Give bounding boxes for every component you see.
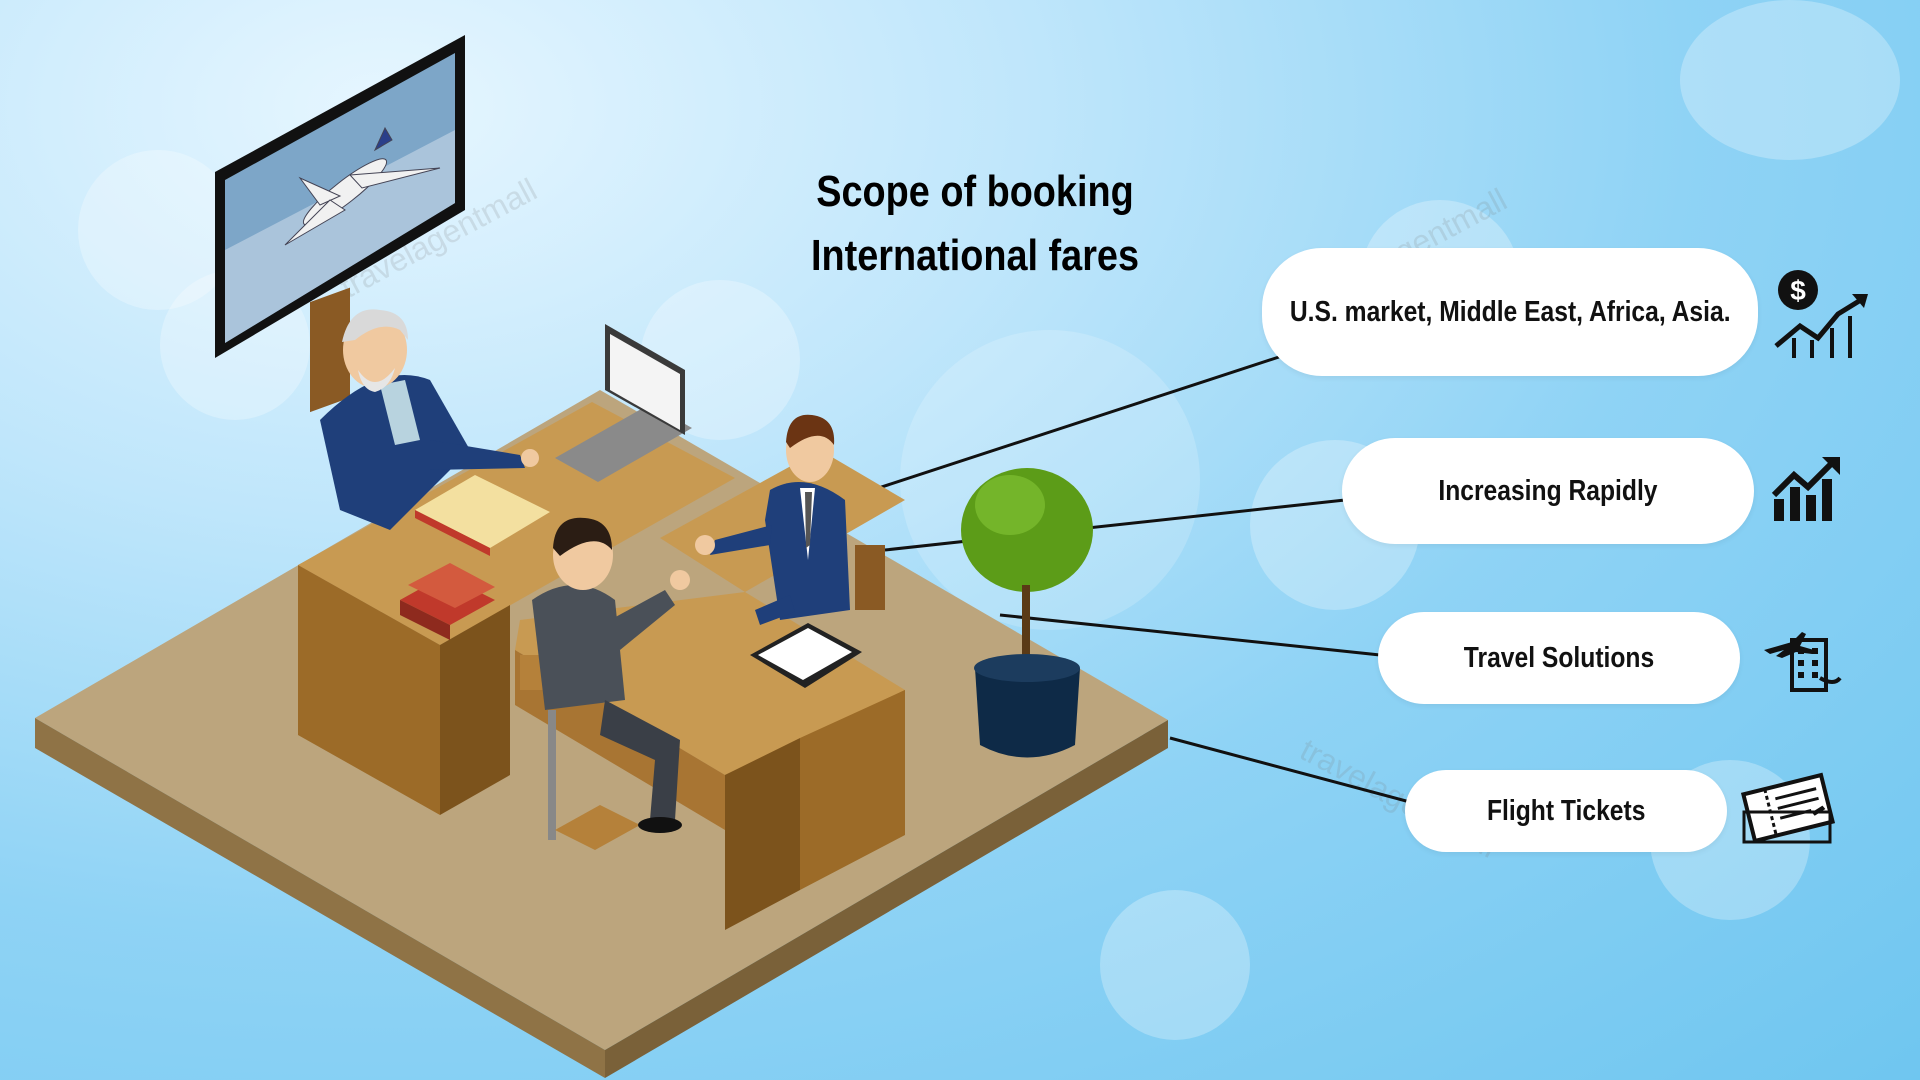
client-person: [520, 517, 690, 850]
growth-bar-chart-icon: [1771, 457, 1840, 521]
flight-ticket-icon: [1740, 772, 1836, 844]
scope-item-label: Increasing Rapidly: [1438, 474, 1658, 507]
background-bubble: [1100, 890, 1250, 1040]
dollar-growth-chart-icon: $: [1774, 270, 1868, 358]
tv-screen: [215, 35, 465, 358]
svg-text:$: $: [1790, 275, 1806, 306]
clipboard-icon: [750, 623, 862, 688]
airplane-icon: [284, 126, 441, 246]
background-bubble: [1680, 0, 1900, 160]
scope-item-solutions: Travel Solutions: [1378, 612, 1740, 704]
book-stack: [400, 563, 495, 640]
consultant-elderly: [310, 287, 539, 530]
potted-plant: [961, 468, 1093, 758]
slide-title: Scope of booking International fares: [773, 160, 1177, 288]
title-line-2: International fares: [810, 231, 1140, 280]
travel-agent-person: [695, 414, 885, 625]
laptop-icon: [555, 324, 692, 482]
open-book: [415, 475, 550, 556]
scope-item-label: U.S. market, Middle East, Africa, Asia.: [1289, 295, 1731, 328]
background-bubble: [78, 150, 238, 310]
title-line-1: Scope of booking: [816, 167, 1134, 216]
scope-item-label: Travel Solutions: [1463, 641, 1655, 674]
scope-item-tickets: Flight Tickets: [1405, 770, 1727, 852]
scope-item-markets: U.S. market, Middle East, Africa, Asia.: [1262, 248, 1758, 376]
airplane-hotel-icon: [1764, 632, 1842, 692]
scope-item-growth: Increasing Rapidly: [1342, 438, 1754, 544]
connector-lines: [847, 354, 1411, 804]
scope-item-label: Flight Tickets: [1486, 794, 1646, 827]
